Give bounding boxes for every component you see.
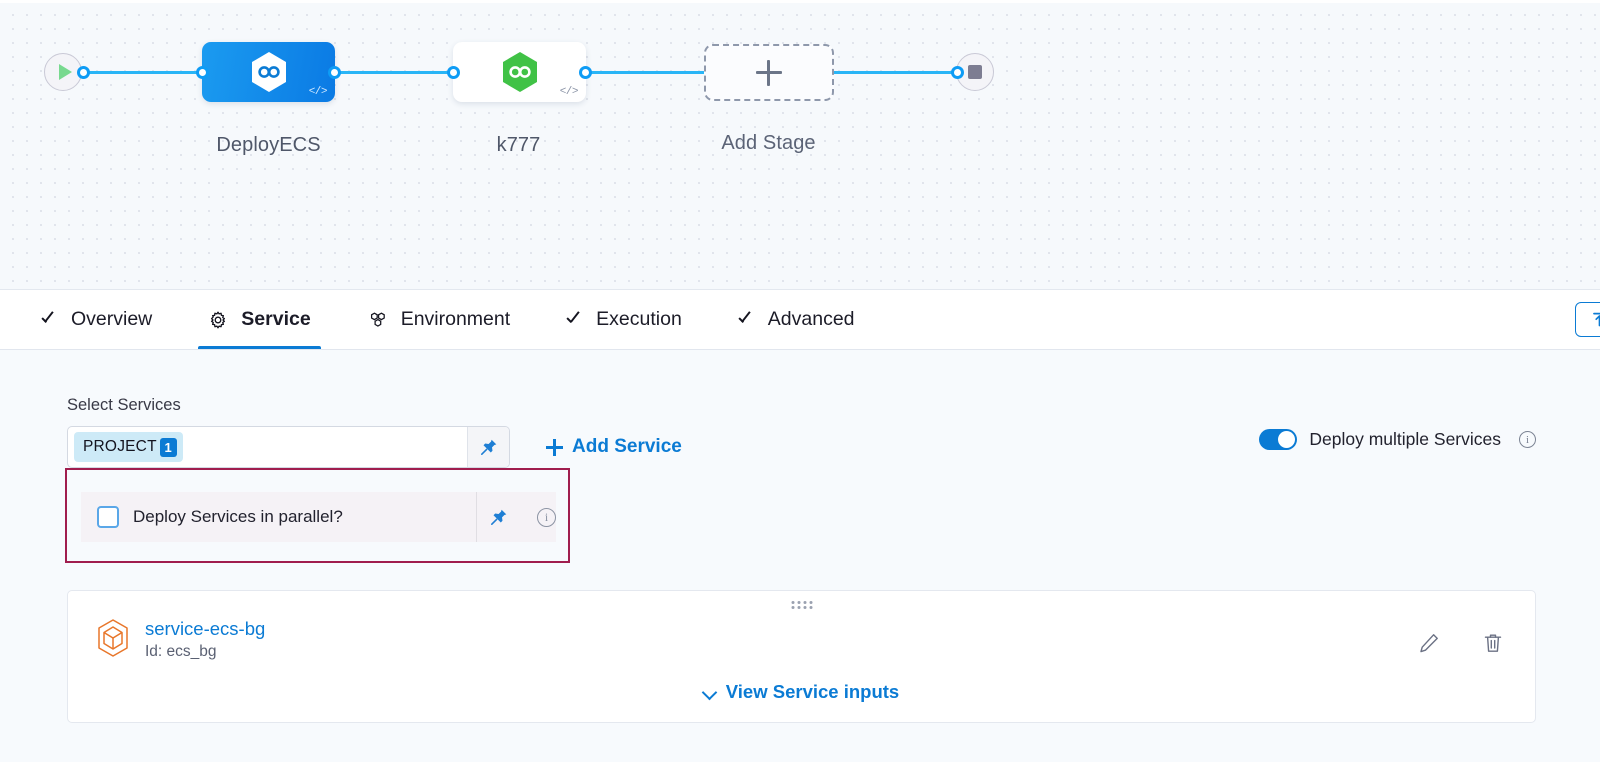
chip-label: PROJECT <box>83 438 157 455</box>
pipeline-end-node[interactable] <box>956 53 994 91</box>
pencil-icon[interactable] <box>1417 631 1441 655</box>
deploy-multiple-services-toggle[interactable] <box>1259 429 1298 450</box>
service-card-text: service-ecs-bg Id: ecs_bg <box>145 618 265 661</box>
plus-icon <box>546 438 563 456</box>
tab-label: Advanced <box>767 308 855 330</box>
code-view-icon[interactable]: </> <box>308 86 328 98</box>
port-k777-out[interactable] <box>579 66 592 79</box>
port-end-in[interactable] <box>951 66 964 79</box>
select-services-label: Select Services <box>67 396 181 414</box>
chip-count: 1 <box>159 437 177 457</box>
add-service-button[interactable]: Add Service <box>546 436 682 458</box>
hexagon-infinity-icon <box>502 52 537 92</box>
service-id-text: Id: ecs_bg <box>145 643 217 661</box>
stage-node-k777[interactable]: </> <box>453 42 586 102</box>
service-tab-panel: Select Services PROJECT 1 Add Service <box>0 350 1600 762</box>
tab-label: Environment <box>400 308 511 330</box>
tab-label: Overview <box>71 308 153 330</box>
gear-icon <box>211 311 226 328</box>
highlight-region-deploy-parallel: Deploy Services in parallel? i <box>65 468 570 563</box>
services-pin-button[interactable] <box>467 427 509 467</box>
add-service-label: Add Service <box>572 436 682 457</box>
edge-deployecs-to-k777 <box>332 71 457 74</box>
service-chip-project[interactable]: PROJECT 1 <box>74 432 183 462</box>
service-card-actions <box>1417 631 1505 655</box>
service-card: service-ecs-bg Id: ecs_bg <box>67 590 1536 723</box>
tab-advanced[interactable]: Advanced <box>710 290 883 349</box>
service-card-main: service-ecs-bg Id: ecs_bg <box>96 618 265 661</box>
deploy-parallel-pin-button[interactable] <box>476 492 520 542</box>
tab-label: Execution <box>596 308 682 330</box>
pipeline-start-node[interactable] <box>44 53 82 91</box>
info-icon[interactable]: i <box>1519 431 1536 448</box>
deploy-parallel-checkbox[interactable] <box>97 506 119 528</box>
add-stage-button[interactable] <box>704 44 834 101</box>
view-service-inputs-button[interactable]: View Service inputs <box>68 681 1535 703</box>
check-icon <box>738 311 755 328</box>
stage-label-k777: k777 <box>496 134 541 156</box>
deploy-parallel-label: Deploy Services in parallel? <box>133 507 343 526</box>
stage-node-deployecs[interactable]: </> <box>202 42 335 102</box>
edge-addstage-to-end <box>832 71 962 74</box>
tab-environment[interactable]: Environment <box>339 290 538 349</box>
drag-handle-icon[interactable] <box>791 601 812 609</box>
plus-icon <box>756 59 782 86</box>
services-multiselect[interactable]: PROJECT 1 <box>67 426 510 468</box>
stage-config-tabbar: Overview Service Environment Execution A… <box>0 290 1600 350</box>
deploy-multiple-services-label: Deploy multiple Services <box>1309 429 1501 449</box>
services-multiselect-field[interactable]: PROJECT 1 <box>68 427 467 467</box>
edge-k777-to-addstage <box>583 71 708 74</box>
tab-service[interactable]: Service <box>180 290 338 349</box>
play-icon <box>58 64 72 80</box>
check-icon <box>566 311 583 328</box>
select-services-row: PROJECT 1 Add Service Deploy multiple Se… <box>67 426 1600 468</box>
info-icon[interactable]: i <box>537 507 556 527</box>
service-hexagon-icon <box>98 619 128 657</box>
save-as-template-button[interactable]: S <box>1575 302 1600 337</box>
toggle-knob <box>1278 431 1296 448</box>
port-deployecs-out[interactable] <box>328 66 341 79</box>
environment-icon <box>370 311 385 327</box>
view-service-inputs-label: View Service inputs <box>725 681 900 702</box>
pin-icon <box>490 509 506 525</box>
pipeline-canvas[interactable]: </> </> DeployECS k777 Add Stage <box>0 0 1600 290</box>
tab-overview[interactable]: Overview <box>13 290 180 349</box>
check-icon <box>41 311 58 328</box>
code-view-icon[interactable]: </> <box>559 86 579 98</box>
tab-label: Service <box>241 308 311 330</box>
chevron-down-icon <box>704 686 716 698</box>
port-start-out[interactable] <box>77 66 90 79</box>
deploy-parallel-row[interactable]: Deploy Services in parallel? i <box>81 492 556 542</box>
hexagon-infinity-icon <box>251 52 286 92</box>
stage-label-deployecs: DeployECS <box>216 134 321 156</box>
port-deployecs-in[interactable] <box>196 66 209 79</box>
port-k777-in[interactable] <box>447 66 460 79</box>
deploy-multiple-services-toggle-wrap: Deploy multiple Services i <box>1259 429 1536 450</box>
tab-execution[interactable]: Execution <box>538 290 710 349</box>
save-to-template-icon <box>1593 312 1600 327</box>
trash-icon[interactable] <box>1481 631 1505 655</box>
pin-icon <box>480 439 496 455</box>
add-stage-label: Add Stage <box>721 132 816 154</box>
service-name-link[interactable]: service-ecs-bg <box>145 618 266 639</box>
stop-icon <box>968 65 982 79</box>
edge-start-to-deployecs <box>84 71 206 74</box>
